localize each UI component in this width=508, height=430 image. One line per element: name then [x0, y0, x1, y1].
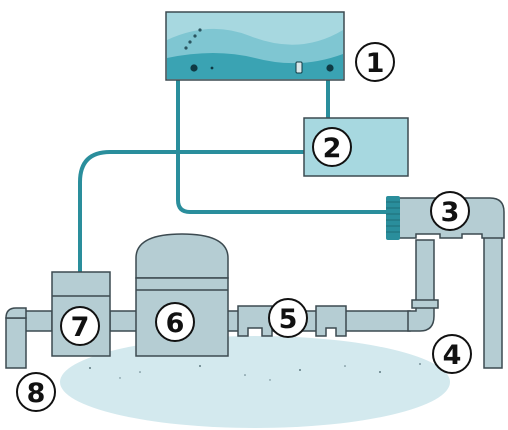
callout-3: 3: [430, 191, 470, 231]
callout-7: 7: [60, 306, 100, 346]
callout-2-label: 2: [323, 133, 342, 164]
cable-box-to-pump: [78, 150, 306, 277]
callout-1-label: 1: [366, 48, 385, 79]
return-pipe: [483, 235, 503, 369]
led-small-icon: [210, 66, 214, 70]
callout-3-label: 3: [441, 197, 460, 228]
cable-control-to-cell: [176, 78, 390, 214]
inlet-pipe: [5, 317, 27, 369]
callout-8: 8: [16, 372, 56, 412]
check-valve-fittings: [237, 305, 347, 337]
callout-7-label: 7: [71, 312, 90, 343]
callout-2: 2: [312, 127, 352, 167]
callout-8-label: 8: [27, 378, 46, 409]
callout-6-label: 6: [166, 308, 185, 339]
filter-tank: [135, 233, 229, 357]
callout-4-label: 4: [443, 340, 462, 371]
callout-4: 4: [432, 334, 472, 374]
callout-5-label: 5: [279, 304, 298, 335]
led-left-icon: [190, 64, 198, 72]
callout-5: 5: [268, 298, 308, 338]
callout-6: 6: [155, 302, 195, 342]
led-right-icon: [326, 64, 334, 72]
cables: [78, 78, 390, 277]
display-icon: [295, 61, 303, 74]
ground-patch: [60, 336, 450, 428]
ground-speckles: [89, 363, 421, 381]
cell-connector: [386, 196, 400, 240]
callout-1: 1: [355, 42, 395, 82]
control-unit: [165, 11, 345, 81]
